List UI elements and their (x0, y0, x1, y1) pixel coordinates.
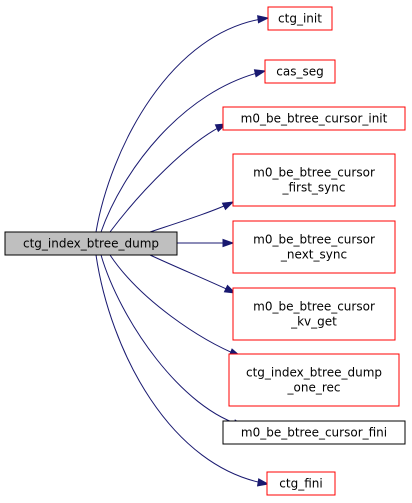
node-label: m0_be_btree_cursor_init (241, 112, 388, 126)
arrowhead (223, 284, 237, 294)
node-label: ctg_index_btree_dump (23, 237, 159, 251)
edge-to-ctg-init (95, 15, 270, 233)
edge-line (95, 17, 269, 233)
edge-to-ctg-fini (95, 254, 270, 487)
node-label: ctg_index_btree_dump (246, 366, 382, 380)
node-label: m0_be_btree_cursor (253, 300, 375, 314)
call-edges (95, 15, 270, 487)
node-box[interactable] (266, 471, 336, 496)
node-m0-be-btree-cursor-first-sync[interactable]: m0_be_btree_cursor_first_sync (232, 153, 396, 207)
node-box[interactable] (232, 153, 396, 207)
node-box[interactable] (232, 287, 396, 341)
node-ctg-fini[interactable]: ctg_fini (266, 471, 336, 496)
arrowhead (222, 238, 235, 248)
node-label: _first_sync (281, 181, 345, 195)
arrowhead (256, 478, 270, 487)
edge-to-m0-be-btree-cursor-fini (100, 254, 246, 428)
node-box[interactable] (4, 231, 178, 256)
edge-to-m0-be-btree-cursor-next-sync (177, 238, 235, 248)
node-box[interactable] (264, 59, 336, 84)
node-box[interactable] (232, 220, 396, 274)
edge-line (100, 70, 266, 233)
edge-to-cas-seg (100, 69, 267, 233)
node-m0-be-btree-cursor-next-sync[interactable]: m0_be_btree_cursor_next_sync (232, 220, 396, 274)
edge-line (109, 123, 227, 233)
arrowhead (253, 69, 267, 78)
node-label: m0_be_btree_cursor (253, 166, 375, 180)
node-m0-be-btree-cursor-kv-get[interactable]: m0_be_btree_cursor_kv_get (232, 287, 396, 341)
node-label: m0_be_btree_cursor_fini (241, 426, 387, 440)
node-label: _kv_get (290, 315, 337, 329)
node-m0-be-btree-cursor-init[interactable]: m0_be_btree_cursor_init (222, 106, 406, 131)
node-label: cas_seg (276, 65, 323, 79)
arrowhead (257, 15, 270, 24)
node-root[interactable]: ctg_index_btree_dump (4, 231, 178, 256)
node-label: ctg_fini (279, 477, 322, 491)
node-ctg-init[interactable]: ctg_init (267, 6, 333, 31)
edge-line (149, 201, 234, 233)
edge-to-ctg-index-btree-dump-one-rec (109, 254, 242, 357)
arrowhead (221, 201, 235, 211)
node-m0-be-btree-cursor-fini[interactable]: m0_be_btree_cursor_fini (222, 420, 406, 445)
edge-line (149, 254, 236, 294)
edge-line (100, 254, 245, 427)
node-label: m0_be_btree_cursor (253, 233, 375, 247)
call-nodes: ctg_index_btree_dump ctg_init cas_seg m0_be… (4, 6, 406, 496)
node-box[interactable] (222, 106, 406, 131)
node-box[interactable] (228, 353, 400, 407)
node-label: _one_rec (287, 381, 341, 395)
node-box[interactable] (222, 420, 406, 445)
node-label: _next_sync (280, 248, 347, 262)
edge-to-m0-be-btree-cursor-first-sync (149, 201, 235, 233)
edge-to-m0-be-btree-cursor-kv-get (149, 254, 237, 294)
node-box[interactable] (267, 6, 333, 31)
node-ctg-index-btree-dump-one-rec[interactable]: ctg_index_btree_dump_one_rec (228, 353, 400, 407)
edge-line (109, 254, 241, 357)
node-cas-seg[interactable]: cas_seg (264, 59, 336, 84)
node-label: ctg_init (278, 12, 322, 26)
edge-line (95, 254, 269, 485)
